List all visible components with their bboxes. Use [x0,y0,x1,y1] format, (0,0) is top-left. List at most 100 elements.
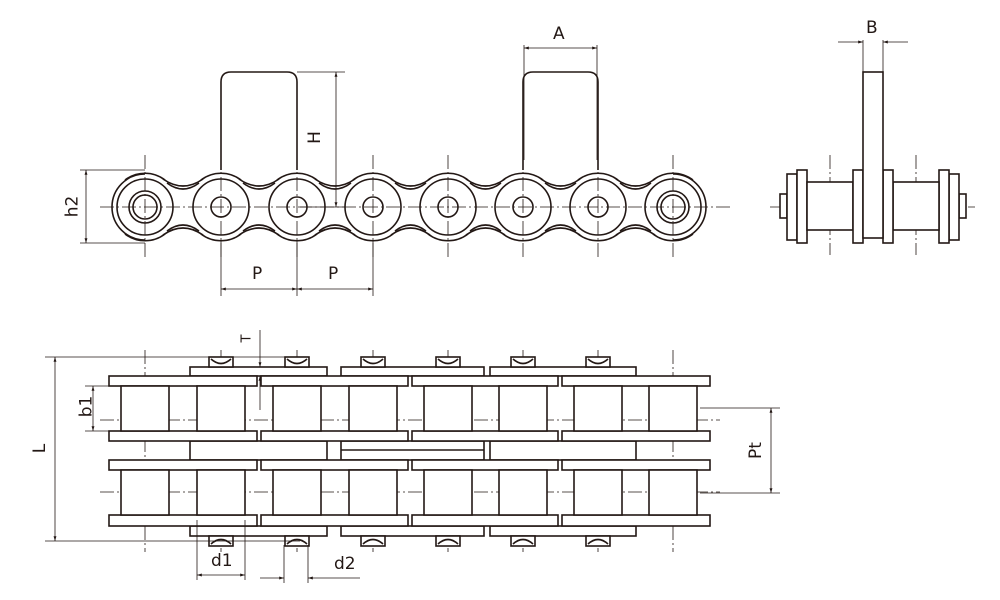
inner-plate [938,169,950,244]
dim-label-Pt: Pt [745,442,766,459]
link-plate-waist [162,227,204,236]
pin-hole [132,194,158,220]
inner-plate [108,375,258,387]
pin-cap-arc [210,358,232,365]
pin-hole [512,196,534,218]
pin-hole [362,196,384,218]
pin-cap [585,356,611,368]
dim-label-d2: d2 [334,554,356,574]
roller [272,385,322,432]
roller-outline [644,178,702,236]
attachment-plate [220,71,298,170]
pin-head [656,190,690,224]
pin-cap-arc [362,538,384,545]
inner-plate [260,459,409,471]
inner-plate [411,375,559,387]
roller-outline [569,178,627,236]
plate-end-arc [502,233,544,242]
plate-end-arc [672,173,707,241]
plate-end-arc [200,172,242,181]
pin-cap-arc [587,538,609,545]
outer-plate [489,366,637,377]
plate-end-arc [427,172,469,181]
inner-plate [852,169,864,244]
dim-label-T: T [239,334,255,343]
pin-cap-arc [362,358,384,365]
inner-plate [882,169,894,244]
link-plate-inner-waist [469,224,502,232]
outer-plate [189,525,328,537]
inner-plate [561,375,711,387]
pin-hole [210,196,232,218]
link-plate-waist [314,227,356,236]
pin-cap-arc [512,538,534,545]
link-plate-inner-waist [394,224,427,232]
link-plate-inner-waist [544,182,577,190]
roller-outline [419,178,477,236]
roller [573,385,623,432]
link-plate-waist [615,178,656,187]
roller-outline [494,178,552,236]
link-plate-waist [465,227,506,236]
dim-label-B: B [866,18,878,38]
roller [423,469,473,516]
plate-end-arc [276,172,318,181]
side-view [770,71,975,255]
roller [423,385,473,432]
inner-plate [796,169,808,244]
middle-plate [489,440,637,461]
link-plate-inner-waist [242,224,276,232]
link-plate-inner-waist [544,224,577,232]
dim-label-d1: d1 [211,551,233,571]
link-plate-waist [540,178,581,187]
outer-plate [489,525,637,537]
inner-plate [260,375,409,387]
roller [272,469,322,516]
outer-plate [340,366,485,377]
pin-hole [437,196,459,218]
pin-cap-arc [286,538,308,545]
link-plate-inner-waist [166,224,200,232]
dim-label-h2: h2 [62,195,83,218]
pin-cap-arc [587,358,609,365]
link-plate-waist [465,178,506,187]
link-plate-waist [162,178,204,187]
plate-end-arc [352,172,394,181]
pin-cap [360,535,386,547]
inner-plate [108,514,258,527]
outer-plate [948,173,960,241]
plate-end-arc [427,233,469,242]
roller [120,469,170,516]
link-plate-waist [238,227,280,236]
roller [498,469,548,516]
outer-plate [340,525,485,537]
inner-plate [411,459,559,471]
pin-cap [208,356,234,368]
inner-plate [260,514,409,527]
pin-cap-arc [437,538,459,545]
link-plate-inner-waist [469,182,502,190]
pin-hole [587,196,609,218]
link-plate-inner-waist [619,182,652,190]
plate-end-arc [577,233,619,242]
roller [120,385,170,432]
link-plate-waist [390,227,431,236]
link-plate-inner-waist [394,182,427,190]
roller [348,469,398,516]
roller [648,469,698,516]
roller [196,385,246,432]
middle-plate [189,440,328,461]
plate-end-arc [577,172,619,181]
pin-cap [360,356,386,368]
pin-cap-arc [286,358,308,365]
roller-outline [116,178,174,236]
roller-outline [192,178,250,236]
roller [348,385,398,432]
dimension-lines [45,40,908,583]
roller [573,469,623,516]
link-plate-waist [390,178,431,187]
plate-end-arc [111,173,146,241]
pin-cap [435,535,461,547]
inner-plate [108,459,258,471]
